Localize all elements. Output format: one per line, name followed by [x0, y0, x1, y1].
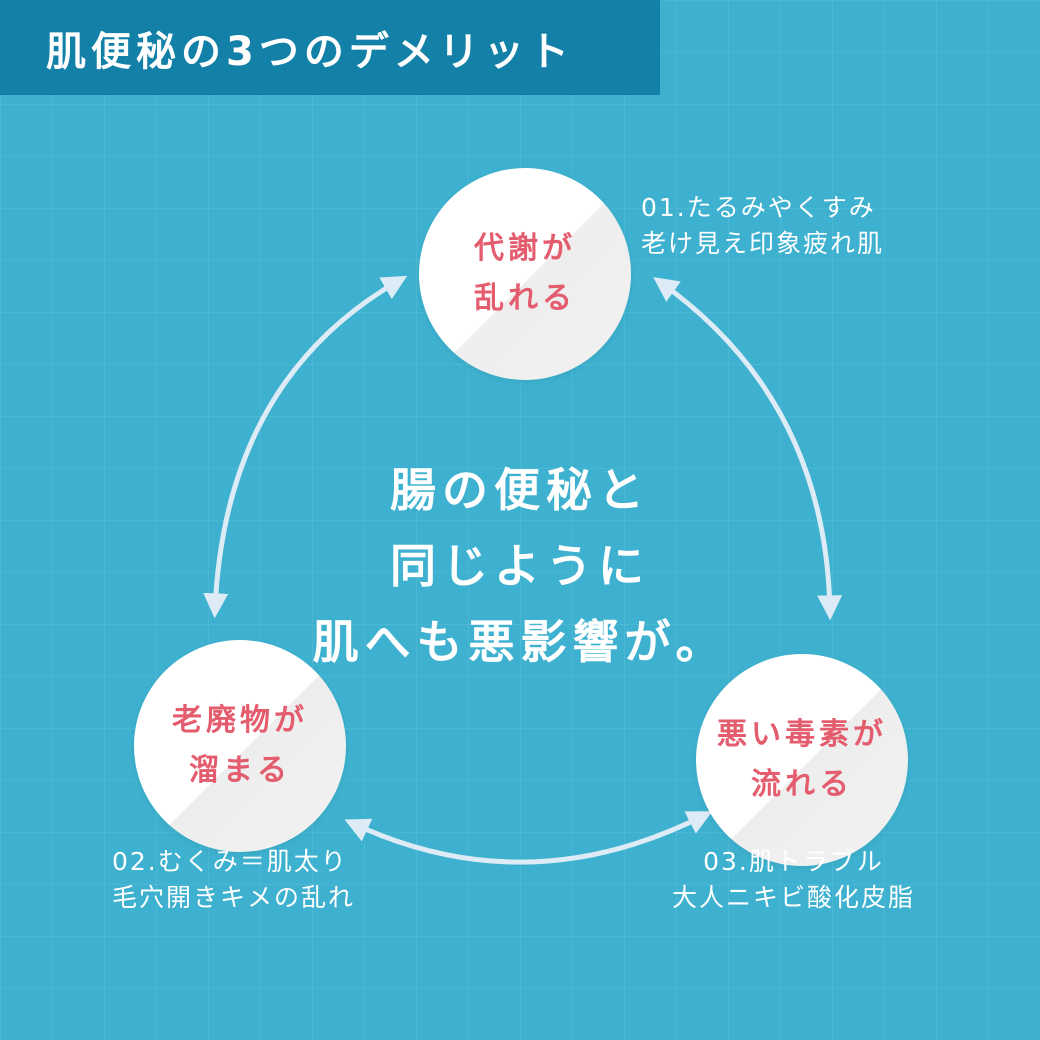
- caption-02: 02.むくみ＝肌太り 毛穴開きキメの乱れ: [112, 844, 355, 916]
- node-line: 溜まる: [189, 753, 291, 788]
- caption-line: 02.むくみ＝肌太り: [112, 847, 348, 876]
- center-line: 肌へも悪影響が。: [312, 615, 728, 669]
- node-line: 流れる: [751, 767, 853, 802]
- node-metabolism: 代謝が 乱れる: [419, 168, 631, 380]
- node-waste: 老廃物が 溜まる: [134, 640, 346, 852]
- center-line: 同じように: [390, 539, 650, 593]
- node-toxins: 悪い毒素が 流れる: [696, 654, 908, 866]
- arrow-bottom: [344, 811, 713, 865]
- center-line: 腸の便秘と: [390, 463, 650, 517]
- node-line: 悪い毒素が: [717, 717, 887, 752]
- caption-line: 大人ニキビ酸化皮脂: [672, 883, 916, 912]
- node-line: 代謝が: [474, 231, 576, 266]
- caption-line: 毛穴開きキメの乱れ: [112, 883, 356, 912]
- caption-01: 01.たるみやくすみ 老け見え印象疲れ肌: [641, 190, 884, 262]
- caption-line: 03.肌トラブル: [703, 847, 884, 876]
- caption-03: 03.肌トラブル 大人ニキビ酸化皮脂: [672, 844, 915, 916]
- arrow-top-left: [203, 275, 408, 619]
- title-bar: 肌便秘の3つのデメリット: [0, 0, 660, 95]
- caption-line: 老け見え印象疲れ肌: [641, 229, 885, 258]
- caption-line: 01.たるみやくすみ: [641, 193, 876, 222]
- node-line: 老廃物が: [172, 703, 308, 738]
- node-line: 乱れる: [474, 281, 576, 316]
- center-message: 腸の便秘と 同じように 肌へも悪影響が。: [300, 452, 740, 680]
- page-title: 肌便秘の3つのデメリット: [46, 28, 574, 75]
- arrow-top-right: [653, 277, 843, 621]
